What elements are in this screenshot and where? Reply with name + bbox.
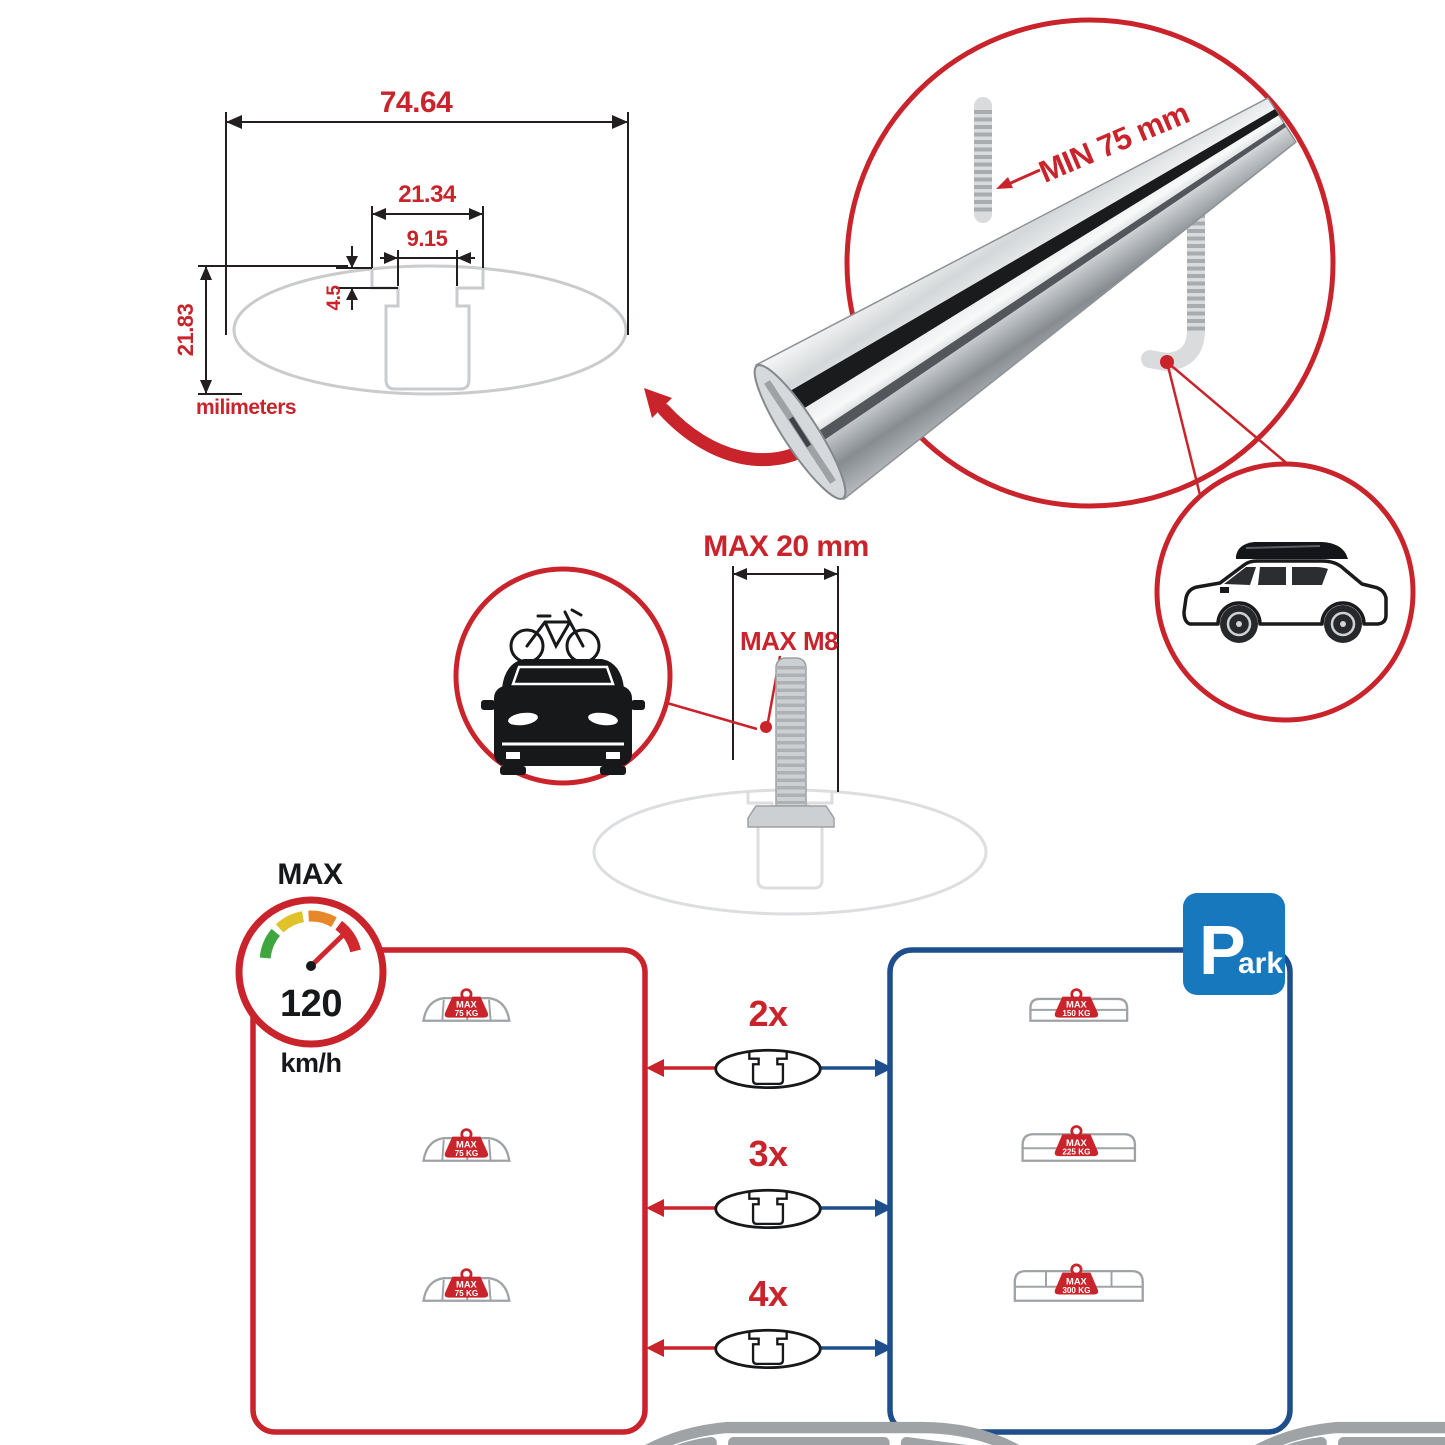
- rubber-strip: [778, 109, 1279, 417]
- bolt-max-length-label: MAX 20 mm: [703, 530, 869, 563]
- bolt-max-thread-label: MAX M8: [740, 626, 838, 656]
- bike-car-circle: [453, 566, 673, 786]
- badge-max: MAX: [456, 1140, 478, 1150]
- driving-panel: [250, 947, 648, 1435]
- dimension-lip-depth: 4.5: [324, 246, 398, 310]
- aluminium-crossbar: [753, 97, 1297, 501]
- park-sign: P ark: [1183, 893, 1285, 995]
- crossbar-photo-circle: MIN 75 mm: [753, 17, 1336, 509]
- load-badge: [444, 996, 489, 1018]
- arrow-left: [646, 1059, 664, 1077]
- headlight-left: [508, 712, 538, 726]
- car-front-icon: [481, 659, 645, 775]
- bar-count-row: 3x: [646, 1133, 893, 1230]
- bolt-diagram: MAX 20 mm MAX M8: [592, 530, 988, 916]
- speed-title: MAX: [277, 858, 343, 891]
- arrow-right: [875, 1059, 893, 1077]
- badge-kg: 75 KG: [455, 1009, 479, 1018]
- load-badge: [1054, 996, 1099, 1018]
- bicycle-icon: [509, 608, 601, 664]
- badge-max: MAX: [1066, 1138, 1088, 1148]
- arrow-left: [646, 1199, 664, 1217]
- roof-box: [1236, 542, 1348, 559]
- badge-kg: 75 KG: [455, 1149, 479, 1158]
- load-badge: [1054, 1272, 1099, 1295]
- speed-value: 120: [280, 983, 342, 1025]
- suv-with-roofbox: [1182, 542, 1388, 643]
- circle-to-bolt-leader: [666, 701, 758, 731]
- bar-count-label: 4x: [748, 1273, 788, 1314]
- lower-groove: [805, 123, 1286, 449]
- headlight-right: [588, 712, 618, 726]
- car-with-load: MAX 225 KG: [1021, 1125, 1137, 1162]
- bolt-pointer-dot: [760, 721, 772, 733]
- cross-section-dimension-diagram: 74.64 21.34 9.15 4.5: [173, 86, 629, 419]
- dim-slot-inner-value: 9.15: [407, 226, 448, 251]
- dim-total-height-value: 21.83: [173, 303, 198, 356]
- bar-profile-ellipse: [232, 264, 628, 396]
- gauge-arcs: [259, 910, 361, 959]
- faint-profile-channel: [746, 792, 834, 890]
- load-badge: [1054, 1134, 1099, 1157]
- car-with-load: MAX 75 KG: [358, 988, 1312, 1445]
- load-badge: [444, 1276, 489, 1298]
- car-with-load: MAX 75 KG: [422, 1268, 511, 1302]
- dim-total-width-value: 74.64: [380, 86, 453, 119]
- badge-max: MAX: [456, 1000, 478, 1010]
- dimension-slot-outer: 21.34: [371, 181, 484, 268]
- speedometer: MAX 120 km/h: [235, 858, 387, 1078]
- bar-profile-channel: [370, 268, 485, 391]
- dim-slot-outer-value: 21.34: [398, 181, 457, 208]
- parked-panel: [887, 947, 1293, 1435]
- driving-cars: MAX 75 KG MAX 75 KG MAX 75 KG: [358, 988, 1312, 1445]
- gauge-needle: [308, 933, 345, 969]
- car-with-load: MAX 300 KG: [1013, 1263, 1144, 1302]
- roofbox-car-circle: [1154, 461, 1416, 723]
- car-with-load: MAX 150 KG: [968, 988, 1445, 1445]
- badge-max: MAX: [1066, 1276, 1088, 1286]
- dimension-total-height: 21.83: [173, 265, 348, 395]
- dim-lip-depth-value: 4.5: [324, 285, 345, 311]
- unit-label: milimeters: [196, 396, 296, 419]
- bar-count-row: 4x: [646, 1273, 893, 1370]
- badge-kg: 300 KG: [1062, 1286, 1090, 1295]
- bar-count-row: 2x: [646, 993, 893, 1090]
- badge-kg: 150 KG: [1062, 1009, 1090, 1018]
- badge-kg: 75 KG: [455, 1289, 479, 1298]
- park-letter: P: [1199, 911, 1246, 989]
- speed-unit: km/h: [280, 1048, 341, 1078]
- bar-count-rows: 2x 3x 4x: [646, 993, 893, 1370]
- load-badge: [444, 1136, 489, 1158]
- badge-max: MAX: [456, 1280, 478, 1290]
- arrow-right: [875, 1199, 893, 1217]
- bar-count-label: 2x: [748, 993, 788, 1034]
- badge-kg: 225 KG: [1062, 1148, 1090, 1157]
- parked-cars: MAX 150 KG MAX 225 KG MAX 300 KG: [968, 988, 1445, 1445]
- badge-max: MAX: [1066, 1000, 1088, 1010]
- car-with-load: MAX 75 KG: [422, 1128, 511, 1162]
- bar-count-label: 3x: [748, 1133, 788, 1174]
- t-bolt: [747, 657, 835, 828]
- dimension-total-width: 74.64: [225, 86, 629, 335]
- arrow-left: [646, 1339, 664, 1357]
- dimension-slot-inner: 9.15: [380, 226, 475, 286]
- park-suffix: ark: [1238, 947, 1283, 980]
- arrow-right: [875, 1339, 893, 1357]
